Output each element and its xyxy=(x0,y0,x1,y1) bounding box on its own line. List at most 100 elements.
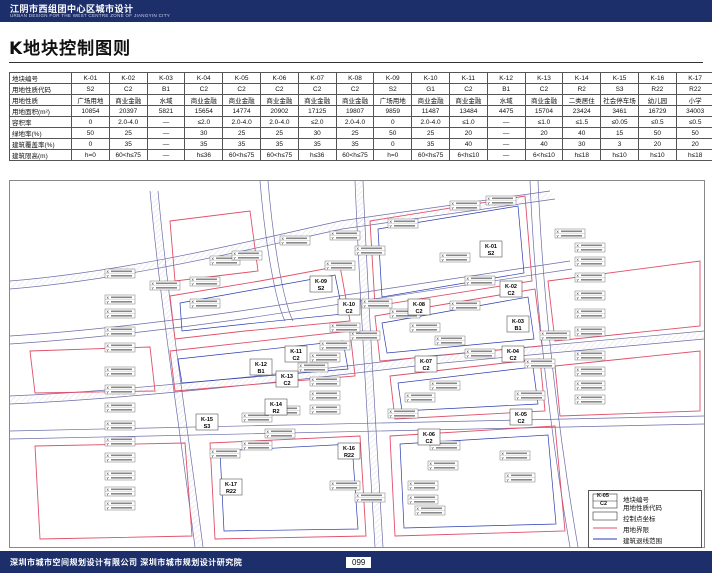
table-cell: 0 xyxy=(373,138,413,150)
coordinate-value-placeholder xyxy=(111,438,132,441)
parcel-code: K-15 xyxy=(201,417,213,423)
coordinate-value-placeholder xyxy=(111,472,132,475)
coordinate-value-placeholder xyxy=(216,257,237,260)
table-cell: — xyxy=(486,149,526,161)
parcel-code: K-10 xyxy=(343,302,355,308)
table-cell: 商业金融 xyxy=(259,94,299,106)
coordinate-axis-label: Y xyxy=(502,456,505,460)
coordinate-axis-label: X xyxy=(322,342,325,346)
table-cell: 40 xyxy=(524,138,564,150)
coordinate-value-placeholder xyxy=(336,237,357,239)
control-point-coordinate: XY xyxy=(574,366,606,376)
control-point-coordinate: XY xyxy=(297,362,329,372)
coordinate-value-placeholder xyxy=(411,394,432,397)
coordinate-axis-label: X xyxy=(192,278,195,282)
table-cell: K-04 xyxy=(184,72,224,84)
coordinate-value-placeholder xyxy=(156,287,177,289)
table-row-header: 用地面积(m²) xyxy=(9,105,72,117)
table-cell: 25 xyxy=(411,127,450,139)
control-point-coordinate: XY xyxy=(434,335,466,345)
control-point-coordinate: XY xyxy=(429,380,461,390)
coordinate-value-placeholder xyxy=(316,411,337,413)
road-corridor xyxy=(10,332,704,403)
coordinate-axis-label: Y xyxy=(332,486,335,490)
table-cell: 商业金融 xyxy=(448,94,488,106)
control-point-coordinate: XY xyxy=(309,376,341,386)
header-subtitle: URBAN DESIGN FOR THE WEST CENTRE ZONE OF… xyxy=(10,13,171,18)
coordinate-axis-label: X xyxy=(412,324,415,328)
coordinate-value-placeholder xyxy=(111,349,132,351)
coordinate-value-placeholder xyxy=(111,296,132,299)
coordinate-value-placeholder xyxy=(248,442,269,445)
coordinate-axis-label: Y xyxy=(430,466,433,470)
coordinate-axis-label: Y xyxy=(357,498,360,502)
coordinate-axis-label: Y xyxy=(577,296,580,300)
control-point-coordinate: XY xyxy=(104,470,136,480)
table-cell: K-09 xyxy=(373,72,413,84)
parcel-code: K-06 xyxy=(423,432,435,438)
coordinate-value-placeholder xyxy=(111,310,132,313)
coordinate-value-placeholder xyxy=(521,397,542,399)
parcel-use-code: C2 xyxy=(292,356,299,362)
table-cell: ≤0.5 xyxy=(675,116,712,128)
parcel-code: K-08 xyxy=(413,302,425,308)
coordinate-axis-label: X xyxy=(577,328,580,332)
table-cell: B1 xyxy=(486,83,526,95)
table-cell: 14774 xyxy=(222,105,261,117)
coordinate-value-placeholder xyxy=(414,482,435,485)
coordinate-value-placeholder xyxy=(111,454,132,457)
coordinate-axis-label: X xyxy=(557,230,560,234)
coordinate-value-placeholder xyxy=(581,292,602,295)
table-cell: 20 xyxy=(524,127,564,139)
coordinate-axis-label: Y xyxy=(312,410,315,414)
coordinate-value-placeholder xyxy=(581,274,602,277)
coordinate-axis-label: X xyxy=(282,237,285,241)
coordinate-value-placeholder xyxy=(316,406,337,409)
parcel-use-code: C2 xyxy=(283,381,290,387)
control-point-coordinate: XY xyxy=(104,294,136,304)
coordinate-value-placeholder xyxy=(248,447,269,449)
coordinate-axis-label: X xyxy=(352,332,355,336)
table-cell: 商业金融 xyxy=(335,94,375,106)
page-title: K地块控制图则 xyxy=(9,39,132,59)
coordinate-labels: XYXYXYXYXYXYXYXYXYXYXYXYXYXYXYXYXYXYXYXY… xyxy=(104,195,606,515)
table-cell: 6<h≤10 xyxy=(448,149,488,161)
table-row-header: 容积率 xyxy=(9,116,72,128)
parcel-code: K-03 xyxy=(512,319,524,325)
table-cell: K-01 xyxy=(71,72,110,84)
parcel-use-code: C2 xyxy=(509,356,516,362)
coordinate-value-placeholder xyxy=(446,259,467,261)
coordinate-value-placeholder xyxy=(111,502,132,505)
coordinate-axis-label: Y xyxy=(488,201,491,205)
table-cell: 30 xyxy=(297,127,337,139)
table-cell: h≤36 xyxy=(184,149,224,161)
coordinate-axis-label: X xyxy=(332,324,335,328)
coordinate-axis-label: X xyxy=(407,394,410,398)
coordinate-axis-label: Y xyxy=(107,390,110,394)
control-point-coordinate: XY xyxy=(387,218,419,228)
control-point-coordinate: XY xyxy=(319,340,351,350)
coordinate-value-placeholder xyxy=(471,355,492,357)
coordinate-value-placeholder xyxy=(436,387,457,389)
table-cell: C2 xyxy=(448,83,488,95)
parcel-use-code: S3 xyxy=(204,424,211,430)
parcel-use-code: B1 xyxy=(514,326,521,332)
coordinate-axis-label: X xyxy=(577,382,580,386)
coordinate-value-placeholder xyxy=(421,507,442,510)
coordinate-value-placeholder xyxy=(416,329,437,331)
control-point-coordinate: XY xyxy=(554,228,586,238)
table-cell: 35 xyxy=(411,138,450,150)
coordinate-value-placeholder xyxy=(581,382,602,385)
table-cell: 16729 xyxy=(637,105,677,117)
control-point-coordinate: XY xyxy=(354,492,386,502)
coordinate-value-placeholder xyxy=(436,447,457,449)
coordinate-value-placeholder xyxy=(434,462,455,465)
coordinate-axis-label: X xyxy=(212,257,215,261)
coordinate-value-placeholder xyxy=(436,382,457,385)
table-cell: 19807 xyxy=(335,105,375,117)
